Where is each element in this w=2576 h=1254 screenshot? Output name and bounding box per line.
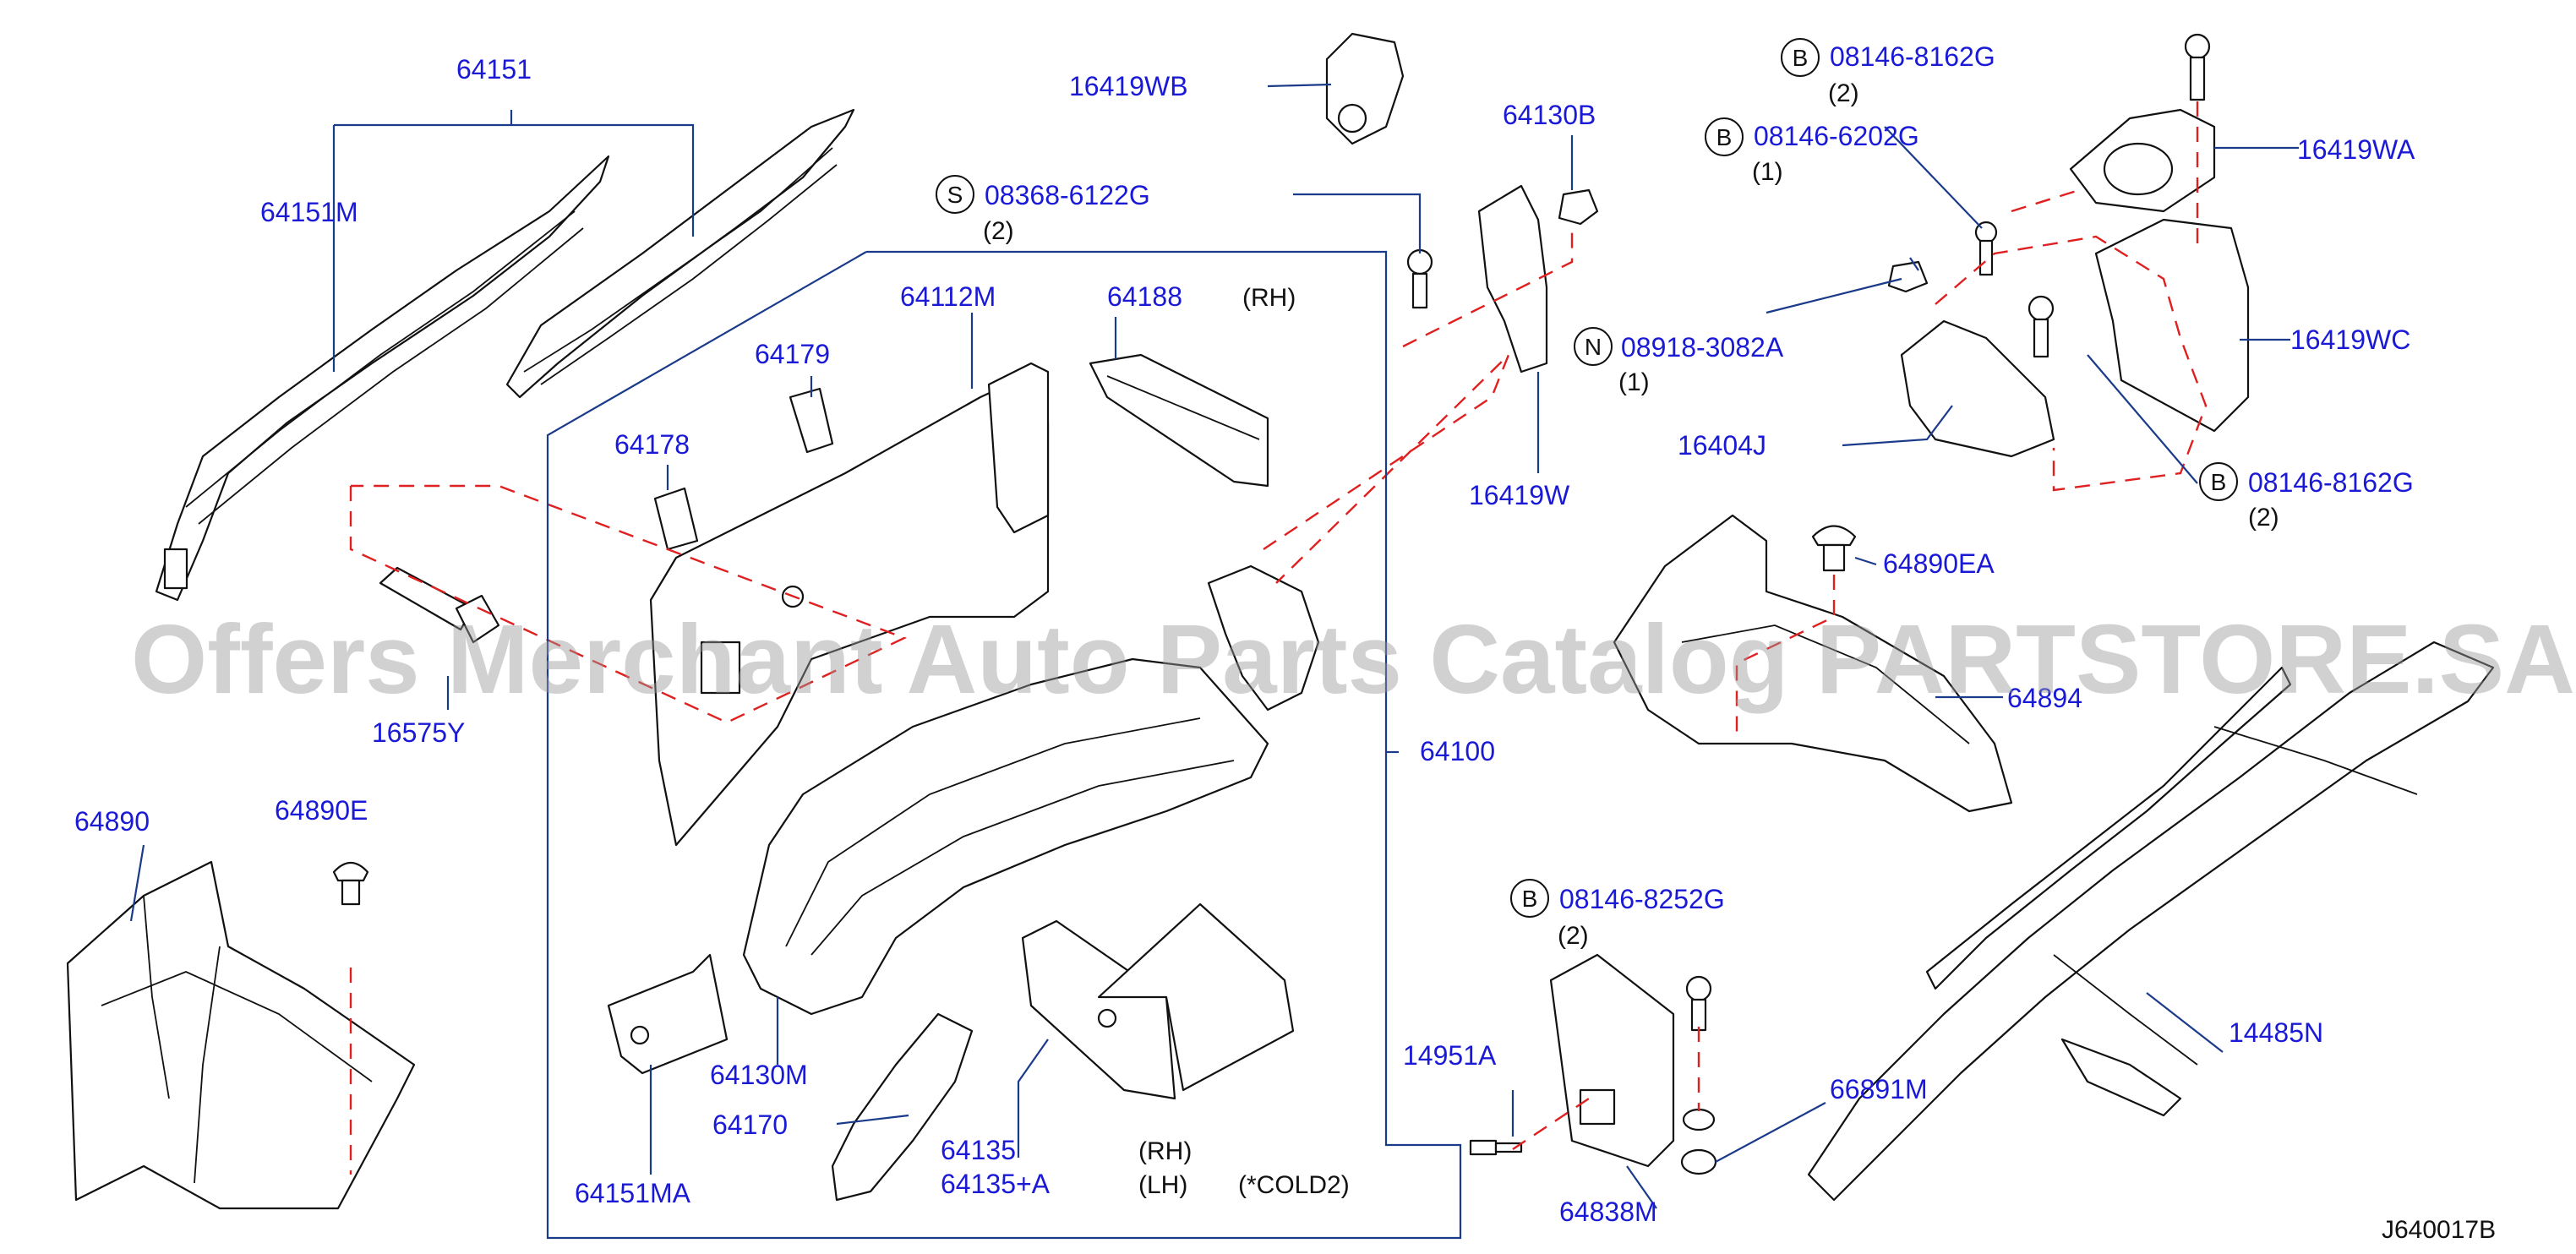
label-16419WA[interactable]: 16419WA bbox=[2297, 134, 2415, 165]
cover-part-64838M bbox=[1549, 953, 1675, 1168]
nut-part-08918-3082A bbox=[1887, 260, 1929, 293]
leader-lines bbox=[129, 83, 2299, 1209]
bolt-part-08146-6202G bbox=[1974, 221, 1998, 276]
prefix-B-text: B bbox=[2211, 469, 2227, 495]
label-64178[interactable]: 64178 bbox=[614, 429, 690, 460]
label-08918-qty: (1) bbox=[1618, 368, 1650, 396]
label-08146-8162G-top[interactable]: 08146-8162G bbox=[1830, 41, 1995, 72]
bolt-part-08146-8162G-bottom bbox=[2028, 295, 2055, 358]
label-16575Y[interactable]: 16575Y bbox=[372, 717, 465, 748]
cowl-extension-part-64151M bbox=[155, 155, 610, 602]
prefix-B-text: B bbox=[1522, 886, 1538, 912]
label-64890EA[interactable]: 64890EA bbox=[1883, 548, 1995, 579]
bracket-part-16419WA bbox=[2069, 108, 2216, 213]
label-64894[interactable]: 64894 bbox=[2007, 683, 2082, 713]
label-64188[interactable]: 64188 bbox=[1107, 281, 1182, 312]
label-08146-8252G[interactable]: 08146-8252G bbox=[1559, 884, 1725, 914]
clip-part-64179 bbox=[789, 387, 834, 454]
label-64890[interactable]: 64890 bbox=[74, 806, 150, 837]
label-64135A-side: (LH) bbox=[1138, 1171, 1187, 1199]
label-64170[interactable]: 64170 bbox=[712, 1110, 788, 1140]
installation-dashed-lines bbox=[349, 101, 2208, 1175]
label-16419WC[interactable]: 16419WC bbox=[2290, 324, 2410, 355]
label-64151[interactable]: 64151 bbox=[456, 54, 532, 85]
prefix-B-circle-08146-6202G: B bbox=[1705, 117, 1744, 156]
label-16404J[interactable]: 16404J bbox=[1678, 430, 1766, 461]
group-box-64100 bbox=[546, 250, 1462, 1240]
label-64838M[interactable]: 64838M bbox=[1559, 1197, 1657, 1227]
bolt-part-08146-8252G bbox=[1685, 975, 1712, 1032]
bracket-part-64188 bbox=[1089, 353, 1269, 488]
label-64112M[interactable]: 64112M bbox=[900, 281, 996, 312]
clip-part-64178 bbox=[653, 487, 699, 551]
dash-side-panel-part-64890 bbox=[66, 860, 416, 1210]
label-64890E[interactable]: 64890E bbox=[275, 795, 368, 826]
bracket-part-16419WB bbox=[1325, 32, 1405, 145]
label-16419W[interactable]: 16419W bbox=[1469, 480, 1570, 510]
upper-panel-part-64112M bbox=[987, 362, 1050, 534]
bolt-part-08146-8162G-top bbox=[2184, 33, 2211, 101]
bracket-part-16404J bbox=[1900, 319, 2055, 458]
prefix-B-circle-08146-8252G: B bbox=[1510, 879, 1549, 918]
prefix-B-text: B bbox=[1716, 124, 1733, 150]
bolt-part-08368-6122G bbox=[1406, 248, 1433, 309]
label-08146-6202G[interactable]: 08146-6202G bbox=[1754, 121, 1919, 151]
label-64135A[interactable]: 64135+A bbox=[941, 1169, 1051, 1199]
label-16419WB[interactable]: 16419WB bbox=[1069, 71, 1188, 101]
screw-part-14951A bbox=[1469, 1139, 1523, 1156]
clip-part-64890E bbox=[332, 861, 369, 906]
wheel-apron-part-64100 bbox=[649, 370, 1269, 1016]
label-64151MA[interactable]: 64151MA bbox=[575, 1178, 691, 1208]
prefix-S-circle-08368: S bbox=[936, 175, 974, 214]
prefix-B-circle-08146-8162G-bottom: B bbox=[2199, 462, 2238, 501]
part-16575Y-valve bbox=[379, 566, 500, 644]
diagram-code: J640017B bbox=[2382, 1216, 2496, 1244]
label-64135-side: (RH) bbox=[1138, 1137, 1192, 1165]
label-64130B[interactable]: 64130B bbox=[1503, 100, 1596, 130]
prefix-N-text: N bbox=[1585, 334, 1602, 360]
label-08146-8162G-bottom-qty: (2) bbox=[2248, 504, 2279, 532]
label-08368-6122G[interactable]: 08368-6122G bbox=[985, 180, 1150, 210]
label-08146-8162G-bottom[interactable]: 08146-8162G bbox=[2248, 467, 2414, 498]
bracket-part-16419W bbox=[1477, 184, 1548, 373]
nut-part-64130B bbox=[1558, 188, 1599, 226]
label-64179[interactable]: 64179 bbox=[755, 339, 830, 369]
label-64100[interactable]: 64100 bbox=[1420, 736, 1495, 766]
label-cold2-note: (*COLD2) bbox=[1238, 1171, 1350, 1199]
label-66891M[interactable]: 66891M bbox=[1830, 1074, 1928, 1104]
label-64130M[interactable]: 64130M bbox=[710, 1060, 808, 1090]
prefix-S-text: S bbox=[947, 182, 963, 208]
cowl-top-part-64151 bbox=[505, 108, 855, 399]
label-08146-6202G-qty: (1) bbox=[1752, 158, 1783, 186]
prefix-N-circle-08918: N bbox=[1574, 327, 1613, 366]
reinforcement-part-64170 bbox=[831, 1012, 974, 1202]
frame-part-14485N bbox=[1807, 641, 2495, 1202]
battery-bracket-part-64135 bbox=[1021, 902, 1295, 1100]
prefix-B-circle-08146-8162G-top: B bbox=[1781, 38, 1820, 77]
label-08146-8162G-top-qty: (2) bbox=[1828, 79, 1859, 107]
label-64151M[interactable]: 64151M bbox=[260, 197, 358, 227]
panel-part-64894 bbox=[1613, 514, 2013, 813]
label-08146-8252G-qty: (2) bbox=[1558, 922, 1589, 950]
label-08918-3082A[interactable]: 08918-3082A bbox=[1621, 332, 1784, 363]
label-14485N[interactable]: 14485N bbox=[2229, 1017, 2323, 1048]
watermark-text: Offers Merchant Auto Parts Catalog PARTS… bbox=[131, 604, 2575, 714]
label-08368-qty: (2) bbox=[983, 217, 1014, 245]
part-labels: 64151 64151M 16575Y 64890 64890E 64100 6… bbox=[74, 41, 2415, 1227]
grommet-part-66891M bbox=[1680, 1108, 1717, 1175]
label-64135[interactable]: 64135 bbox=[941, 1135, 1016, 1165]
prefix-B-text: B bbox=[1793, 45, 1809, 71]
bracket-part-64130M bbox=[607, 953, 729, 1075]
label-64188-side: (RH) bbox=[1242, 284, 1296, 312]
clip-part-64890EA bbox=[1811, 525, 1857, 572]
small-bracket-part bbox=[1207, 564, 1320, 712]
label-14951A[interactable]: 14951A bbox=[1403, 1040, 1497, 1071]
bracket-part-16419WC bbox=[2094, 218, 2250, 433]
